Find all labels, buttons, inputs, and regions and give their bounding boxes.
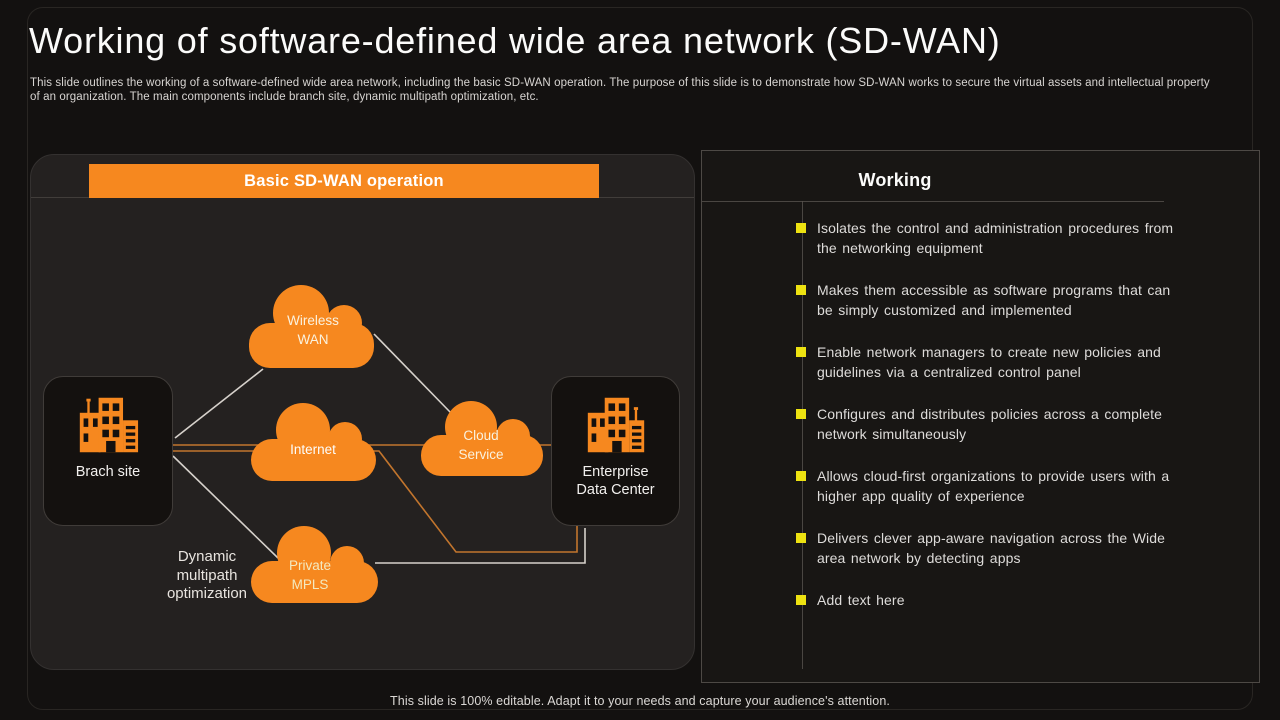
bullet-4-line1: Configures and distributes policies acro… bbox=[817, 406, 1163, 422]
link-mpls-enterprise bbox=[375, 528, 586, 564]
bullet-square-icon bbox=[796, 595, 806, 605]
bullet-7-line1: Add text here bbox=[817, 592, 905, 608]
cloud-service-label: Cloud Service bbox=[421, 426, 541, 464]
bullet-square-icon bbox=[796, 285, 806, 295]
branch-site-label: Brach site bbox=[76, 463, 140, 481]
link-branch-mpls bbox=[172, 455, 279, 559]
working-heading: Working bbox=[858, 170, 932, 190]
enterprise-data-center-label: Enterprise Data Center bbox=[576, 463, 654, 499]
list-item: Makes them accessible as software progra… bbox=[796, 280, 1198, 320]
bullet-1-line2: the networking equipment bbox=[817, 240, 983, 256]
subtitle-line-1: This slide outlines the working of a sof… bbox=[30, 77, 1210, 89]
subtitle-line-2: of an organization. The main components … bbox=[30, 90, 539, 103]
buildings-icon bbox=[79, 397, 139, 453]
list-item: Allows cloud-first organizations to prov… bbox=[796, 466, 1198, 506]
working-panel: Working Isolates the control and adminis… bbox=[701, 150, 1260, 683]
bullet-2-line2: be simply customized and implemented bbox=[817, 302, 1072, 318]
enterprise-data-center-card: Enterprise Data Center bbox=[551, 376, 680, 526]
enterprise-line2: Data Center bbox=[576, 482, 655, 498]
private-mpls-cloud-icon bbox=[251, 526, 378, 603]
cloud-service-line2: Service bbox=[458, 447, 504, 462]
private-mpls-line2: MPLS bbox=[291, 577, 329, 592]
wireless-wan-cloud-icon bbox=[249, 285, 374, 368]
cloud-service-cloud-icon bbox=[421, 401, 543, 476]
bullet-6-line2: area network by detecting apps bbox=[817, 550, 1021, 566]
bullet-3-line1: Enable network managers to create new po… bbox=[817, 344, 1161, 360]
bullet-square-icon bbox=[796, 409, 806, 419]
list-item: Isolates the control and administration … bbox=[796, 218, 1198, 258]
slide-subtitle: This slide outlines the working of a sof… bbox=[30, 77, 1258, 105]
annotation-line2: multipath bbox=[176, 566, 238, 584]
wireless-wan-label: Wireless WAN bbox=[253, 311, 373, 349]
working-vertical-divider bbox=[802, 201, 803, 669]
branch-site-text: Brach site bbox=[75, 464, 141, 480]
diagram-banner: Basic SD-WAN operation bbox=[89, 164, 599, 198]
wireless-wan-line2: WAN bbox=[297, 332, 329, 347]
enterprise-line1: Enterprise bbox=[582, 464, 649, 480]
annotation-line1: Dynamic bbox=[177, 548, 237, 565]
bullet-1-line1: Isolates the control and administration … bbox=[817, 220, 1174, 236]
buildings-icon bbox=[587, 397, 644, 453]
dynamic-multipath-annotation: Dynamic multipath optimization bbox=[142, 548, 272, 604]
bullet-6-line1: Delivers clever app-aware navigation acr… bbox=[817, 530, 1166, 546]
slide-footer-note: This slide is 100% editable. Adapt it to… bbox=[390, 694, 890, 708]
list-item: Delivers clever app-aware navigation acr… bbox=[796, 528, 1198, 568]
list-item: Configures and distributes policies acro… bbox=[796, 404, 1198, 444]
cloud-service-line1: Cloud bbox=[463, 428, 499, 443]
sdwan-diagram-panel: Basic SD-WAN operation bbox=[30, 154, 695, 670]
bullet-square-icon bbox=[796, 471, 806, 481]
bullet-2-line1: Makes them accessible as software progra… bbox=[817, 282, 1171, 298]
internet-label: Internet bbox=[253, 440, 373, 459]
list-item: Add text here bbox=[796, 590, 1198, 610]
branch-site-card: Brach site bbox=[43, 376, 173, 526]
private-mpls-label: Private MPLS bbox=[250, 556, 370, 594]
private-mpls-line1: Private bbox=[288, 558, 332, 573]
page-title: Working of software-defined wide area ne… bbox=[29, 20, 1001, 61]
wireless-wan-line1: Wireless bbox=[287, 313, 339, 328]
internet-line1: Internet bbox=[290, 442, 336, 457]
link-wirelesswan-cloudservice bbox=[373, 333, 452, 414]
annotation-line3: optimization bbox=[166, 585, 248, 602]
network-diagram-svg bbox=[172, 285, 586, 603]
working-bullet-list: Isolates the control and administration … bbox=[796, 218, 1198, 632]
bullet-3-line2: guidelines via a centralized control pan… bbox=[817, 364, 1081, 380]
bullet-square-icon bbox=[796, 533, 806, 543]
internet-cloud-icon bbox=[251, 403, 376, 481]
working-heading-underline bbox=[702, 201, 1164, 202]
bullet-square-icon bbox=[796, 347, 806, 357]
bullet-5-line2: higher app quality of experience bbox=[817, 488, 1025, 504]
link-branch-wirelesswan bbox=[174, 368, 264, 439]
bullet-square-icon bbox=[796, 223, 806, 233]
bullet-4-line2: network simultaneously bbox=[817, 426, 967, 442]
list-item: Enable network managers to create new po… bbox=[796, 342, 1198, 382]
bullet-5-line1: Allows cloud-first organizations to prov… bbox=[817, 468, 1170, 484]
